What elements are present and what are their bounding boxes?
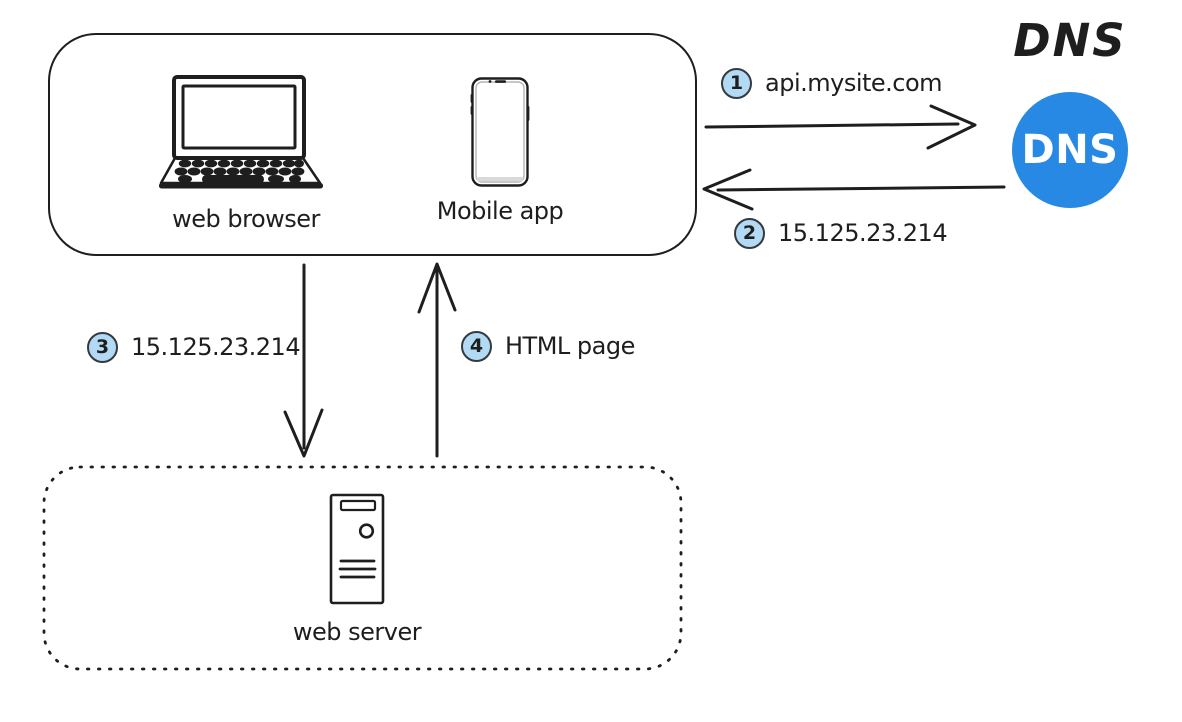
dns-node: DNS	[1012, 92, 1128, 208]
server-label: web server	[292, 618, 422, 646]
step-4-badge: 4	[461, 330, 492, 362]
mobile-label: Mobile app	[436, 197, 564, 225]
laptop-keys	[174, 159, 305, 184]
arrow-server-response	[417, 262, 457, 458]
arrow-dns-response	[702, 168, 1006, 211]
smartphone-icon	[470, 77, 530, 187]
phone-speaker	[495, 80, 506, 83]
step-1-badge: 1	[721, 67, 752, 99]
step-2-label: 15.125.23.214	[778, 219, 948, 247]
client-group-box	[48, 33, 697, 256]
step-3-label: 15.125.23.214	[131, 333, 301, 361]
dns-node-label: DNS	[1021, 127, 1119, 173]
phone-camera-dot	[488, 80, 492, 83]
step-1-label: api.mysite.com	[765, 69, 943, 97]
step-1: 1 api.mysite.com	[721, 67, 943, 99]
step-2-badge: 2	[734, 217, 765, 249]
step-3-badge: 3	[87, 331, 118, 363]
step-2: 2 15.125.23.214	[734, 217, 948, 249]
arrow-query-dns	[704, 104, 977, 150]
server-vents	[338, 559, 377, 579]
server-power-button	[358, 523, 375, 539]
server-slot	[339, 499, 377, 512]
laptop-icon	[159, 75, 323, 189]
step-4: 4 HTML page	[461, 330, 635, 362]
step-4-label: HTML page	[505, 332, 635, 360]
dns-title: DNS	[1013, 14, 1127, 67]
step-3: 3 15.125.23.214	[87, 331, 301, 363]
browser-label: web browser	[172, 205, 320, 233]
server-icon	[329, 493, 385, 605]
